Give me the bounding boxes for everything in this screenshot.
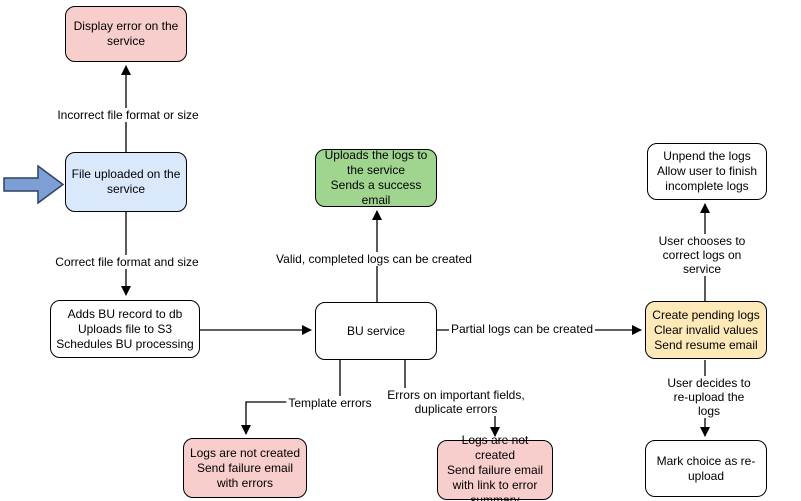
edge-label-correct-format: Correct file format and size xyxy=(53,255,201,269)
edge-label-incorrect-format: Incorrect file format or size xyxy=(55,108,201,122)
node-fail-with-link: Logs are not created Send failure email … xyxy=(437,433,553,501)
node-fail-with-errors: Logs are not created Send failure email … xyxy=(183,438,307,498)
edge-label-important-field-errors: Errors on important fields, duplicate er… xyxy=(385,388,527,416)
entry-arrow-icon xyxy=(3,164,65,205)
edge-label-valid-logs: Valid, completed logs can be created xyxy=(274,252,474,266)
node-create-pending: Create pending logs Clear invalid values… xyxy=(645,301,767,359)
edge-label-user-corrects: User chooses to correct logs on service xyxy=(652,234,752,276)
edge-label-template-errors: Template errors xyxy=(286,396,374,410)
node-mark-reupload: Mark choice as re-upload xyxy=(645,440,767,497)
edge-label-partial-logs: Partial logs can be created xyxy=(448,322,596,336)
node-adds-bu-record: Adds BU record to db Uploads file to S3 … xyxy=(50,300,200,358)
node-upload-success: Uploads the logs to the service Sends a … xyxy=(315,148,437,207)
node-unpend-logs: Unpend the logs Allow user to finish inc… xyxy=(647,143,767,200)
node-display-error: Display error on the service xyxy=(65,6,187,62)
node-bu-service: BU service xyxy=(315,302,437,360)
node-file-uploaded: File uploaded on the service xyxy=(65,152,187,212)
edge-label-user-reuploads: User decides to re-upload the logs xyxy=(663,376,755,418)
